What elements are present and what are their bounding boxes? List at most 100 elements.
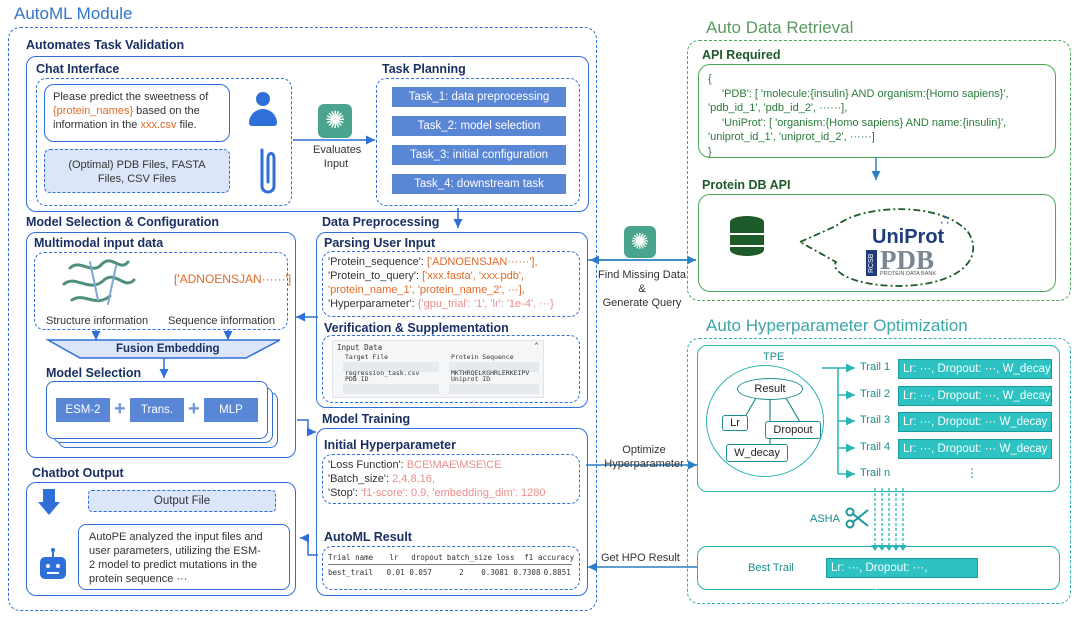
more-trails-ellipsis: ⋮ bbox=[966, 466, 978, 480]
data-preprocessing-panel bbox=[316, 232, 588, 408]
model-transformer: Trans. bbox=[130, 398, 184, 422]
best-trail-label: Best Trail bbox=[748, 562, 794, 574]
result-node: Result bbox=[737, 378, 803, 400]
task-planning-frame bbox=[376, 78, 580, 206]
tpe-circle bbox=[706, 365, 824, 477]
fusion-embedding-label: Fusion Embedding bbox=[116, 343, 220, 355]
protein-db-api-title: Protein DB API bbox=[702, 178, 791, 192]
trail-params: Lr: ···, Dropout: ···, W_decay bbox=[898, 359, 1052, 379]
initial-hp-title: Initial Hyperparameter bbox=[324, 438, 456, 452]
api-query-box: { 'PDB': [ 'molecule:{insulin} AND organ… bbox=[698, 64, 1056, 158]
optional-files-box: (Optimal) PDB Files, FASTA Files, CSV Fi… bbox=[44, 149, 230, 193]
multimodal-panel bbox=[26, 232, 296, 458]
model-selection-title: Model Selection bbox=[46, 366, 142, 380]
trail-params: Lr: ···, Dropout: ···, W_decay bbox=[898, 386, 1052, 406]
retrieval-title: Auto Data Retrieval bbox=[706, 18, 854, 37]
database-icon bbox=[730, 216, 764, 260]
trail-params: Lr: ···, Dropout: ··· W_decay bbox=[898, 439, 1052, 459]
chat-bubble: Please predict the sweetness of {protein… bbox=[44, 84, 230, 142]
plus-icon: + bbox=[114, 398, 126, 420]
verification-title: Verification & Supplementation bbox=[324, 321, 509, 335]
initial-hp-text: 'Loss Function': BCE\MAE\MSE\CE 'Batch_s… bbox=[328, 459, 546, 499]
user-icon bbox=[249, 92, 277, 130]
tpe-panel bbox=[697, 345, 1060, 492]
get-hpo-label: Get HPO Result bbox=[601, 552, 680, 564]
pdb-id-field[interactable] bbox=[343, 384, 439, 394]
protein-sequence-field[interactable]: MKTHRQELKGHRLERKEIPV bbox=[449, 362, 539, 377]
sequence-info-label: Sequence information bbox=[168, 315, 276, 327]
robot-icon bbox=[38, 548, 68, 582]
tpe-label: TPE bbox=[763, 351, 785, 363]
w-decay-node: W_decay bbox=[726, 444, 788, 462]
result-table: Trial name lr dropout batch_size loss f1… bbox=[328, 553, 575, 577]
lr-node: Lr bbox=[722, 415, 748, 431]
best-trail-panel bbox=[697, 546, 1060, 590]
trail-label: Trail 4 bbox=[860, 441, 891, 453]
chatbot-output-panel bbox=[26, 482, 296, 596]
pdb-logo: PDB bbox=[880, 245, 934, 275]
task-validation-panel bbox=[26, 56, 589, 212]
protein-db-box bbox=[698, 194, 1056, 292]
retrieval-module bbox=[687, 40, 1071, 301]
trail-label: Trail 2 bbox=[860, 388, 891, 400]
parsing-frame bbox=[322, 251, 580, 317]
chat-interface-title: Chat Interface bbox=[36, 62, 120, 76]
automl-result-title: AutoML Result bbox=[324, 530, 412, 544]
task-2: Task_2: model selection bbox=[392, 116, 566, 136]
model-training-title: Model Training bbox=[322, 412, 411, 426]
scissors-icon bbox=[845, 507, 869, 529]
task-validation-title: Automates Task Validation bbox=[26, 38, 185, 52]
db-callout-outline bbox=[797, 208, 974, 287]
task-3: Task_3: initial configuration bbox=[392, 145, 566, 165]
task-4: Task_4: downstream task bbox=[392, 174, 566, 194]
evaluates-input-label: Evaluates Input bbox=[313, 144, 362, 170]
chatgpt-icon: ✺ bbox=[318, 104, 352, 138]
model-mlp: MLP bbox=[204, 398, 258, 422]
trail-label: Trail 3 bbox=[860, 414, 891, 426]
model-training-panel bbox=[316, 428, 588, 596]
output-message-bubble: AutoPE analyzed the input files and user… bbox=[78, 524, 290, 590]
result-table-header: Trial name lr dropout batch_size loss f1… bbox=[328, 553, 575, 562]
hpo-title: Auto Hyperparameter Optimization bbox=[706, 316, 968, 335]
sequence-sample: ['ADNOENSJAN······'] bbox=[174, 272, 292, 286]
trail-label: Trail 1 bbox=[860, 361, 891, 373]
trail-label: Trail n bbox=[860, 467, 891, 479]
verification-frame bbox=[322, 335, 580, 403]
dropout-node: Dropout bbox=[765, 421, 821, 439]
hpo-module bbox=[687, 338, 1071, 604]
fusion-trapezoid bbox=[45, 339, 281, 359]
model-selection-config-title: Model Selection & Configuration bbox=[26, 215, 220, 229]
output-file-box[interactable]: Output File bbox=[88, 490, 276, 512]
trail-params: Lr: ···, Dropout: ··· W_decay bbox=[898, 412, 1052, 432]
arrow-selection-to-training bbox=[297, 419, 316, 437]
model-esm2: ESM-2 bbox=[56, 398, 110, 422]
asha-label: ASHA bbox=[810, 513, 840, 525]
multimodal-frame bbox=[34, 252, 288, 330]
automl-result-frame bbox=[322, 546, 580, 590]
task-1: Task_1: data preprocessing bbox=[392, 87, 566, 107]
initial-hp-frame bbox=[322, 454, 580, 504]
parsing-title: Parsing User Input bbox=[324, 236, 436, 250]
task-planning-title: Task Planning bbox=[382, 62, 466, 76]
api-required-title: API Required bbox=[702, 48, 781, 62]
multimodal-title: Multimodal input data bbox=[34, 236, 164, 250]
automl-module bbox=[8, 27, 597, 611]
download-arrow-icon bbox=[38, 489, 60, 521]
chatbot-output-title: Chatbot Output bbox=[32, 466, 124, 480]
plus-icon: + bbox=[188, 398, 200, 420]
uniprot-logo: UniProt bbox=[872, 226, 945, 248]
table-row: best_trail 0.01 0.057 2 0.3081 0.7308 0.… bbox=[328, 568, 571, 577]
data-preprocessing-title: Data Preprocessing bbox=[322, 215, 440, 229]
arrow-result-to-output bbox=[300, 533, 318, 556]
structure-info-label: Structure information bbox=[46, 315, 149, 327]
uniprot-id-field[interactable] bbox=[449, 384, 539, 394]
parsed-input-text: 'Protein_sequence': ['ADNOENSJAN······']… bbox=[328, 256, 554, 310]
find-missing-label: Find Missing Data & Generate Query bbox=[597, 269, 687, 309]
pdb-subtitle: PROTEIN DATA BANK bbox=[880, 271, 937, 277]
automl-title: AutoML Module bbox=[14, 4, 133, 23]
uniprot-dots-icon: ∴ bbox=[940, 212, 949, 228]
chat-interface-frame bbox=[36, 78, 292, 206]
input-data-form: Input Data ⌃ Target File Protein Sequenc… bbox=[332, 340, 544, 398]
target-file-field[interactable]: regression_task.csv bbox=[343, 362, 439, 377]
